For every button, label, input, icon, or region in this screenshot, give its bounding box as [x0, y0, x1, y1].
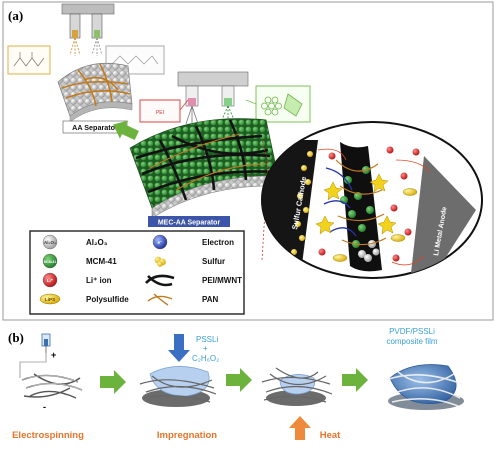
legend-label: Electron: [202, 238, 234, 247]
legend-item-mcm41: MCM-41 MCM-41: [42, 253, 117, 269]
svg-text:LiPS: LiPS: [45, 297, 56, 303]
composite-film: [385, 364, 464, 410]
li-metal-anode-block: [410, 156, 476, 278]
heated-fibers: [261, 367, 333, 406]
pei-structure-box: PEI: [139, 99, 181, 123]
heat-arrow: [289, 416, 311, 440]
process-arrow-b2: [226, 368, 252, 392]
legend-item-pei-mwnt: PEI/MWNT: [145, 274, 242, 287]
panel-a-frame: [2, 1, 494, 321]
process-arrow-a: [113, 120, 139, 141]
legend-label: Polysulfide: [86, 295, 129, 304]
product-line-2: composite film: [386, 337, 437, 346]
al2o3-icon: Al₂O₃: [42, 234, 58, 250]
reagent-1: PSSLi: [196, 335, 218, 344]
zoom-ellipse: Sulfur Cathode Li Metal Anode: [261, 121, 483, 279]
polysulfide-icon: LiPS: [39, 293, 61, 305]
pan-structure-box: [7, 45, 51, 75]
legend-item-sulfur: Sulfur: [154, 256, 225, 267]
svg-text:Li⁺: Li⁺: [47, 278, 54, 283]
legend-item-lips: LiPS Polysulfide: [39, 293, 129, 305]
step-impregnation: Impregnation: [157, 430, 217, 441]
electrospun-fibers: [21, 373, 83, 399]
reagent-plus: +: [203, 344, 208, 353]
legend-box: [29, 230, 245, 315]
syringe-pump-top: [61, 3, 115, 56]
legend-item-li: Li⁺ Li⁺ ion: [42, 272, 112, 288]
step-heat: Heat: [320, 430, 341, 441]
svg-text:Al₂O₃: Al₂O₃: [44, 240, 56, 245]
process-arrow-b1: [100, 370, 126, 394]
product-line-1: PVDF/PSSLi: [389, 327, 435, 336]
impregnation-arrow: [168, 334, 190, 362]
syringe-pump-second: [177, 71, 249, 126]
legend-label: Al₂O₃: [86, 238, 108, 247]
legend-label: Li⁺ ion: [86, 276, 112, 285]
syringe-plus-sign: +: [51, 350, 56, 360]
electron-icon: e⁻: [152, 234, 168, 250]
step-electrospinning: Electrospinning: [12, 430, 84, 441]
legend-label: Sulfur: [202, 257, 225, 266]
svg-text:MCM-41: MCM-41: [44, 260, 56, 264]
mec-aa-separator-label: MEC-AA Separator: [158, 220, 221, 227]
impregnated-fibers: [139, 366, 217, 407]
mcm41-connector: [245, 99, 257, 105]
svg-text:e⁻: e⁻: [158, 240, 164, 245]
mcm41-icon: MCM-41: [42, 253, 58, 269]
panel-b-label: (b): [8, 330, 24, 345]
legend-item-electron: e⁻ Electron: [152, 234, 234, 250]
mcm41-structure-box: [255, 85, 311, 123]
mec-aa-separator-sheet: [129, 118, 279, 219]
collector-minus-sign: -: [43, 402, 46, 412]
aa-separator-sheet: [57, 62, 133, 123]
legend-item-pan: PAN: [147, 293, 219, 306]
legend-label: PEI/MWNT: [202, 276, 242, 285]
pei-mwnt-icon: [145, 274, 175, 287]
reagent-2: C₂H₆O₂: [192, 354, 219, 363]
mec-aa-separator-label-box: [148, 216, 230, 227]
sulfur-icon: [154, 256, 166, 267]
li-icon: Li⁺: [42, 272, 58, 288]
pan-icon: [147, 293, 173, 306]
pei-box-text: PEI: [156, 110, 164, 116]
aa-separator-label: AA Separator: [72, 123, 118, 132]
legend-label: MCM-41: [86, 257, 117, 266]
panel-a-label: (a): [8, 8, 23, 23]
syringe-icon: [41, 333, 51, 353]
legend-item-al2o3: Al₂O₃ Al₂O₃: [42, 234, 108, 250]
legend-label: PAN: [202, 295, 219, 304]
pei-connector: [179, 99, 189, 111]
process-arrow-b3: [342, 368, 368, 392]
syringe-wire: [19, 353, 47, 378]
